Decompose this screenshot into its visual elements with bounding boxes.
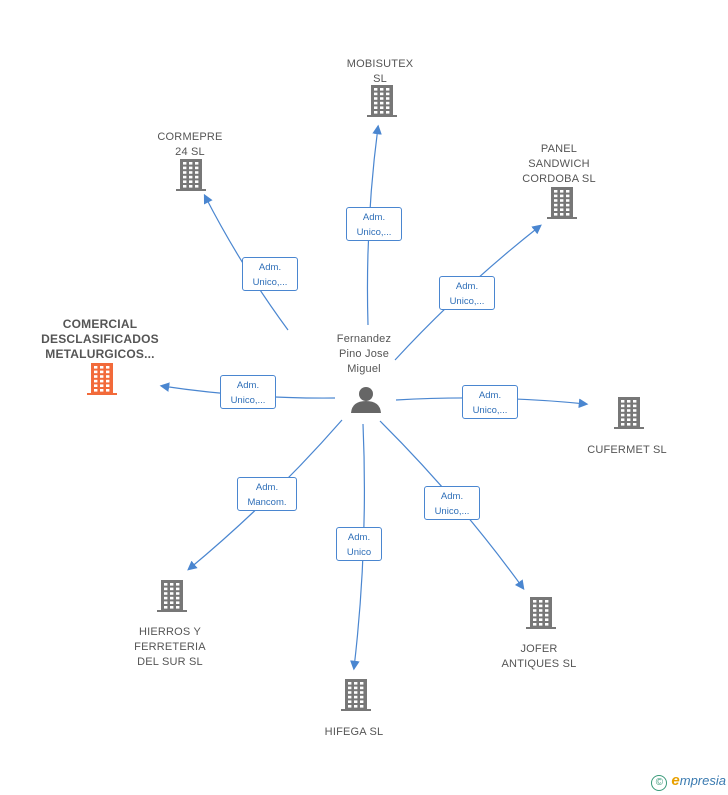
building-icon[interactable]: [341, 679, 371, 711]
company-label-jofer[interactable]: JOFER ANTIQUES SL: [501, 642, 577, 670]
role-label-cufermet[interactable]: Adm. Unico,...: [462, 385, 518, 419]
company-label-hierros[interactable]: HIERROS Y FERRETERIA DEL SUR SL: [134, 626, 206, 668]
company-label-hifega[interactable]: HIFEGA SL: [324, 726, 384, 738]
building-icon[interactable]: [614, 397, 644, 429]
company-label-cormepre[interactable]: CORMEPRE 24 SL: [157, 130, 223, 158]
role-label-cormepre[interactable]: Adm. Unico,...: [242, 257, 298, 291]
company-label-cufermet[interactable]: CUFERMET SL: [587, 444, 667, 456]
role-label-jofer[interactable]: Adm. Unico,...: [424, 486, 480, 520]
company-label-panel[interactable]: PANEL SANDWICH CORDOBA SL: [522, 143, 596, 185]
building-icon[interactable]: [526, 597, 556, 629]
building-icon[interactable]: [87, 363, 117, 395]
person-icon[interactable]: [351, 387, 381, 413]
brand-initial: e: [671, 772, 680, 789]
role-label-hierros[interactable]: Adm. Mancom.: [237, 477, 297, 511]
role-label-hifega[interactable]: Adm. Unico: [336, 527, 382, 561]
building-icon[interactable]: [176, 159, 206, 191]
building-icon[interactable]: [367, 85, 397, 117]
copyright-icon: ©: [651, 775, 668, 791]
brand-name: mpresia: [679, 773, 726, 788]
empresia-logo[interactable]: ©empresia: [651, 772, 726, 791]
role-label-panel[interactable]: Adm. Unico,...: [439, 276, 495, 310]
company-label-mobisutex[interactable]: MOBISUTEX SL: [346, 57, 414, 85]
building-icon[interactable]: [547, 187, 577, 219]
company-label-comercial[interactable]: COMERCIAL DESCLASIFICADOS METALURGICOS..…: [41, 317, 159, 361]
building-icon[interactable]: [157, 580, 187, 612]
role-label-comercial[interactable]: Adm. Unico,...: [220, 375, 276, 409]
person-name-label[interactable]: Fernandez Pino Jose Miguel: [336, 333, 392, 375]
role-label-mobisutex[interactable]: Adm. Unico,...: [346, 207, 402, 241]
